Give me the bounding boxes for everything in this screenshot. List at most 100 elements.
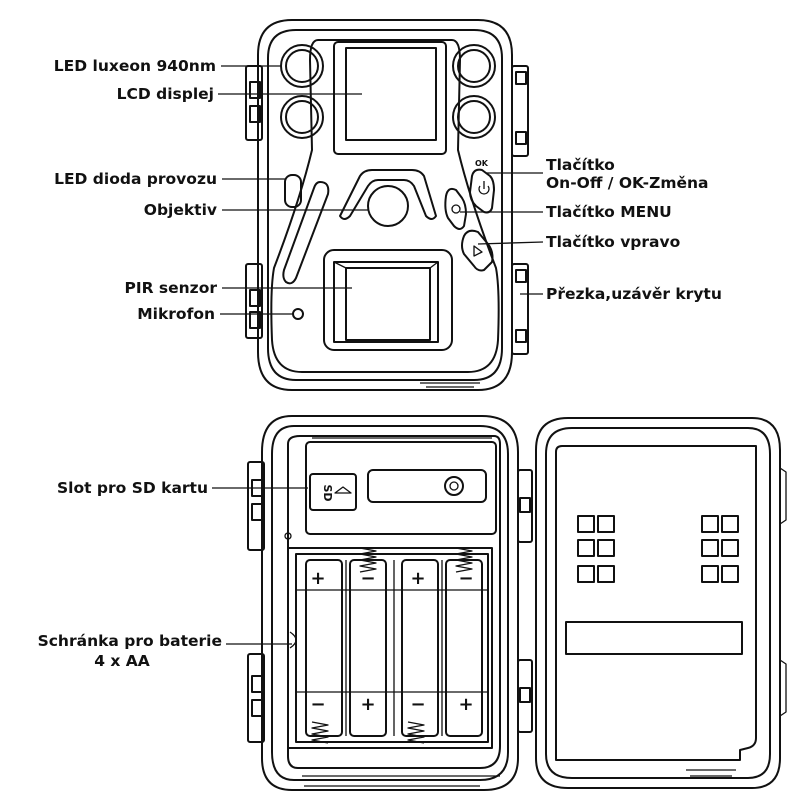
label-battery-line1: Schránka pro baterie [38, 632, 222, 650]
grid-cell [721, 539, 739, 557]
slot-dividers [345, 560, 443, 736]
minus-mark: − [360, 568, 375, 589]
hinge [247, 653, 265, 743]
latch-tab [515, 269, 527, 283]
latch-tab [515, 329, 527, 343]
left-hinges [245, 65, 263, 339]
latch-tab [515, 131, 527, 145]
hinge-tab [249, 81, 261, 99]
spring-icon [359, 547, 377, 573]
door-grid-right [701, 515, 739, 583]
middle-hinge [517, 469, 533, 733]
strap-latch[interactable] [511, 263, 529, 355]
hinge [247, 461, 265, 551]
ir-led-icon [285, 100, 319, 134]
grid-cell [597, 539, 615, 557]
door-edge-latches [779, 467, 787, 717]
grid-cell [721, 515, 739, 533]
label-power-line1: Tlačítko [546, 156, 615, 174]
plus-mark: + [310, 568, 325, 589]
hinge-tab [519, 497, 531, 513]
label-status-led: LED dioda provozu [54, 170, 217, 188]
label-menu: Tlačítko MENU [546, 203, 672, 221]
label-pir: PIR senzor [124, 279, 217, 297]
ir-led-icon [285, 49, 319, 83]
front-bottom-ridge [420, 382, 480, 388]
label-lcd: LCD displej [117, 85, 214, 103]
door-grid-left [577, 515, 615, 583]
front-center-panel [270, 39, 500, 373]
leader-right [477, 241, 544, 245]
ir-led-group [280, 44, 496, 139]
label-mic: Mikrofon [137, 305, 215, 323]
front-outer-body [257, 19, 513, 391]
battery-slot-2 [349, 559, 387, 737]
screw-hole-icon [284, 532, 292, 540]
door-outer [535, 417, 781, 789]
minus-mark: − [458, 568, 473, 589]
grid-cell [597, 515, 615, 533]
sd-mark: SD [321, 484, 334, 501]
bottom-leaders [212, 487, 308, 645]
springs [311, 547, 473, 744]
gear-icon [451, 204, 461, 214]
right-arrow-icon [473, 245, 483, 257]
label-power-line2: On-Off / OK-Změna [546, 174, 709, 192]
pir-window-inner [345, 267, 431, 341]
label-strap: Přezka,uzávěr krytu [546, 285, 722, 303]
label-lens: Objektiv [144, 201, 217, 219]
hinge-tab [251, 503, 263, 521]
grid-cell [577, 565, 595, 583]
polarity-marks: + − + − − + − + [310, 568, 473, 715]
power-icon [478, 181, 490, 195]
grid-cell [721, 565, 739, 583]
spring-icon [455, 547, 473, 573]
open-interior-wall [287, 435, 501, 769]
pir-frame [323, 249, 453, 351]
spring-icon [311, 721, 329, 744]
slot-cross-lines [296, 589, 488, 693]
hinge [517, 469, 533, 543]
ir-led-icon [280, 44, 324, 88]
front-slanted-slot [282, 181, 330, 285]
plus-mark: + [360, 694, 375, 715]
battery-notch [289, 631, 297, 649]
sd-arrow-icon [334, 486, 352, 494]
plus-mark: + [458, 694, 473, 715]
switch-area [367, 469, 487, 503]
minus-mark: − [310, 694, 325, 715]
camera-open: SD + − + − − [247, 415, 787, 791]
microphone-icon [292, 308, 304, 320]
top-leaders [218, 65, 544, 315]
hinge [517, 659, 533, 733]
menu-button[interactable] [444, 187, 467, 230]
hinge-tab [251, 675, 263, 693]
right-button[interactable] [461, 229, 494, 272]
grid-cell [577, 515, 595, 533]
top-labels: LED luxeon 940nm LCD displej LED dioda p… [54, 57, 722, 323]
camera-front: OK [245, 19, 529, 391]
door-panel [555, 445, 757, 761]
pir-bevel [333, 261, 439, 269]
grid-cell [701, 539, 719, 557]
plus-mark: + [410, 568, 425, 589]
latch-tab [515, 71, 527, 85]
lens-icon [367, 185, 409, 227]
minus-mark: − [410, 694, 425, 715]
front-inner-body [267, 29, 503, 381]
status-led [284, 174, 302, 208]
sd-card-slot[interactable] [309, 473, 357, 511]
open-body-inner [271, 425, 509, 781]
power-ok-button[interactable] [469, 168, 495, 214]
ir-led-icon [457, 49, 491, 83]
hinge [245, 65, 263, 141]
open-bottom-rim [302, 775, 500, 787]
ir-led-icon [452, 95, 496, 139]
right-latches [511, 65, 529, 355]
switch-knob-icon[interactable] [444, 476, 464, 496]
label-sd-slot: Slot pro SD kartu [57, 479, 208, 497]
hinge-tab [249, 311, 261, 329]
ir-led-icon [457, 100, 491, 134]
